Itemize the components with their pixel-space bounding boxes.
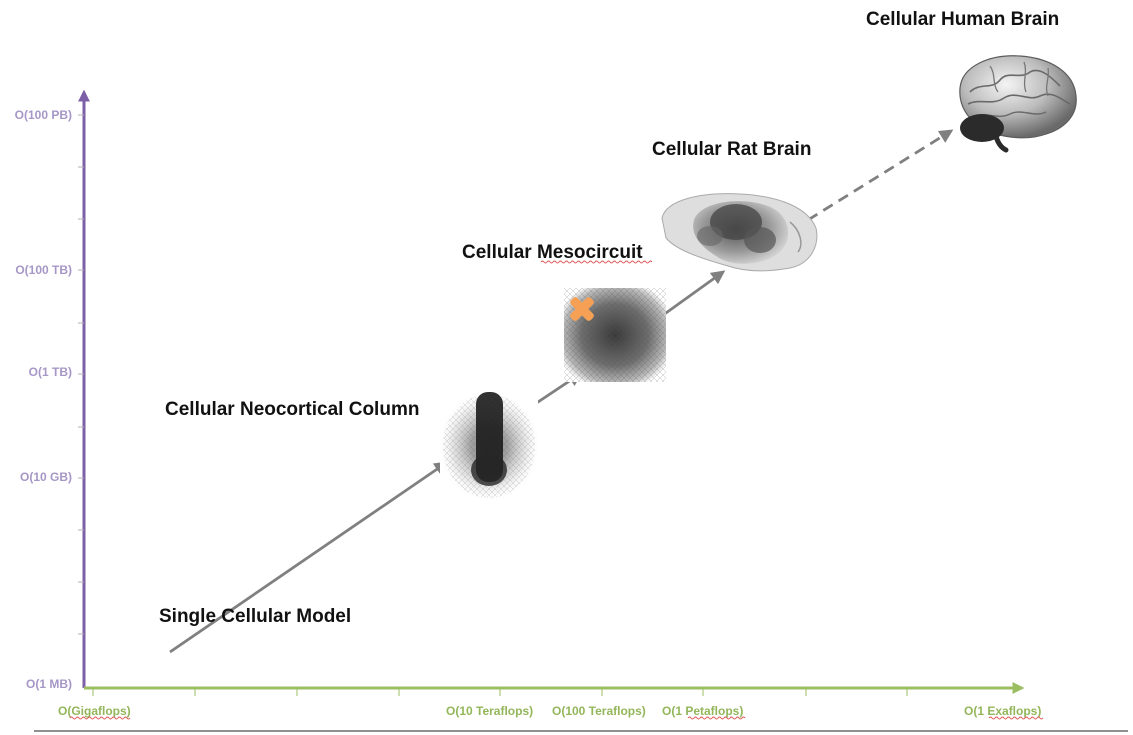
x-axis: O(Gigaflops) O(10 Teraflops) O(100 Teraf… bbox=[58, 682, 1044, 720]
neocortical-column-image bbox=[437, 390, 541, 502]
rat-brain-image bbox=[661, 193, 818, 272]
y-label-1tb: O(1 TB) bbox=[29, 365, 72, 379]
y-label-10gb: O(10 GB) bbox=[20, 470, 72, 484]
human-brain-image bbox=[959, 55, 1077, 153]
x-label-100-teraflops: O(100 Teraflops) bbox=[552, 704, 646, 718]
progression-arrows bbox=[169, 129, 954, 654]
y-label-1mb: O(1 MB) bbox=[26, 677, 72, 691]
y-label-100tb: O(100 TB) bbox=[15, 263, 72, 277]
x-axis-ticks bbox=[92, 688, 908, 696]
label-cellular-rat-brain: Cellular Rat Brain bbox=[652, 139, 811, 160]
x-label-1-exaflops: O(1 Exaflops) bbox=[964, 704, 1041, 718]
label-cellular-mesocircuit: Cellular Mesocircuit bbox=[462, 242, 643, 263]
arrow-single-to-column bbox=[169, 461, 449, 654]
label-cellular-human-brain: Cellular Human Brain bbox=[866, 9, 1059, 30]
y-axis: O(100 PB) O(100 TB) O(1 TB) O(10 GB) O(1… bbox=[15, 89, 90, 691]
arrow-rat-to-human bbox=[807, 129, 954, 222]
label-single-cellular-model: Single Cellular Model bbox=[159, 606, 351, 627]
orange-x-marker-icon bbox=[570, 297, 594, 321]
y-label-100pb: O(100 PB) bbox=[15, 108, 72, 122]
stage-labels: Single Cellular Model Cellular Neocortic… bbox=[159, 9, 1059, 627]
x-label-gigaflops: O(Gigaflops) bbox=[58, 704, 131, 718]
x-label-10-teraflops: O(10 Teraflops) bbox=[446, 704, 533, 718]
y-axis-ticks bbox=[78, 114, 84, 635]
x-label-1-petaflops: O(1 Petaflops) bbox=[662, 704, 743, 718]
label-cellular-neocortical-column: Cellular Neocortical Column bbox=[165, 399, 419, 420]
